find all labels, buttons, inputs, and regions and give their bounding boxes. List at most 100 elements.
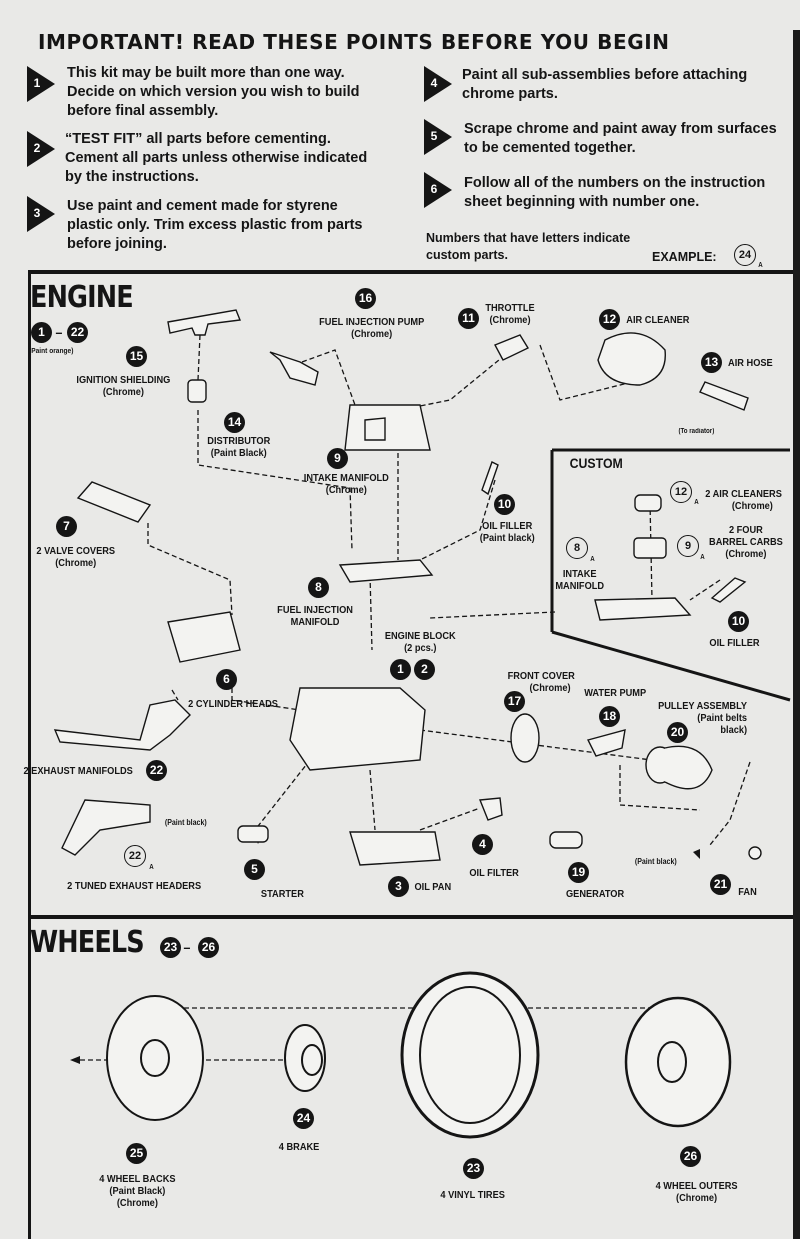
part-6-number: 6: [216, 669, 237, 690]
step-2-arrow-icon: 2: [27, 131, 55, 167]
step-1-arrow-icon: 1: [27, 66, 55, 102]
custom-9a-letter: A: [700, 554, 705, 561]
page-edge: [793, 30, 800, 1239]
example-number: 24: [734, 244, 756, 266]
part-7-number: 7: [56, 516, 77, 537]
part-13-number: 13: [701, 352, 722, 373]
part-25-label: 4 WHEEL BACKS(Paint Black)(Chrome): [99, 1173, 176, 1209]
part-10-number: 10: [494, 494, 515, 515]
custom-12a-label: 2 AIR CLEANERS(Chrome): [705, 488, 782, 512]
part-25-number: 25: [126, 1143, 147, 1164]
step-1-text: This kit may be built more than one way.…: [67, 65, 360, 119]
part-3-number: 3: [388, 876, 409, 897]
example-letter: A: [758, 262, 763, 269]
part-23-number: 23: [463, 1158, 484, 1179]
part-9-number: 9: [327, 448, 348, 469]
example-label: EXAMPLE:: [652, 250, 717, 264]
divider-top: [28, 270, 793, 274]
custom-8a-letter: A: [590, 556, 595, 563]
engine-paint-note: (Paint orange): [29, 346, 74, 355]
part-24-label: 4 BRAKE: [278, 1141, 320, 1153]
step-4-arrow-icon: 4: [424, 66, 452, 102]
custom-12a-number: 12: [670, 481, 692, 503]
part-13-note: (To radiator): [678, 428, 715, 435]
step-3-arrow-icon: 3: [27, 196, 55, 232]
part-7-label: 2 VALVE COVERS(Chrome): [36, 545, 116, 569]
part-17-label: FRONT COVER(Chrome): [507, 670, 575, 694]
part-12-number: 12: [599, 309, 620, 330]
part-17-number: 17: [504, 691, 525, 712]
custom-12a-letter: A: [694, 499, 699, 506]
part-3-label: OIL PAN: [414, 881, 452, 893]
part-11-label: THROTTLE(Chrome): [485, 302, 535, 326]
wheels-range-start: 23: [160, 937, 181, 958]
part-26-label: 4 WHEEL OUTERS(Chrome): [655, 1180, 738, 1204]
part-4-label: OIL FILTER: [469, 867, 519, 879]
part-19-number: 19: [568, 862, 589, 883]
part-22-number: 22: [146, 760, 167, 781]
part-18-number: 18: [599, 706, 620, 727]
step-4-text: Paint all sub-assemblies before attachin…: [462, 67, 748, 102]
custom-10-label: OIL FILLER: [709, 637, 760, 649]
custom-10-number: 10: [728, 611, 749, 632]
part-22a-number: 22: [124, 845, 146, 867]
part-16-number: 16: [355, 288, 376, 309]
custom-title: CUSTOM: [569, 455, 623, 471]
part-23-label: 4 VINYL TIRES: [440, 1189, 505, 1201]
part-12-label: AIR CLEANER: [626, 314, 690, 326]
custom-8a-number: 8: [566, 537, 588, 559]
part-19-paint: (Paint black): [634, 857, 677, 866]
divider-wheels: [28, 915, 793, 919]
part-21-number: 21: [710, 874, 731, 895]
step-6-text: Follow all of the numbers on the instruc…: [464, 175, 766, 210]
part-20-number: 20: [667, 722, 688, 743]
part-15-number: 15: [126, 346, 147, 367]
part-10-label: OIL FILLER(Paint black): [479, 520, 535, 544]
custom-9a-number: 9: [677, 535, 699, 557]
part-22a-letter: A: [149, 864, 154, 871]
wheels-title: WHEELS: [30, 925, 145, 960]
part-11-number: 11: [458, 308, 479, 329]
part-22a-paint: (Paint black): [164, 818, 207, 827]
part-2-number: 2: [414, 659, 435, 680]
step-5-arrow-icon: 5: [424, 119, 452, 155]
part-15-label: IGNITION SHIELDING(Chrome): [76, 374, 171, 398]
wheels-range-end: 26: [198, 937, 219, 958]
step-2-text: “TEST FIT” all parts before cementing.Ce…: [65, 131, 368, 185]
part-19-label: GENERATOR: [565, 888, 625, 900]
left-border: [28, 270, 31, 918]
part-24-number: 24: [293, 1108, 314, 1129]
part-5-number: 5: [244, 859, 265, 880]
step-5-text: Scrape chrome and paint away from surfac…: [464, 121, 777, 156]
part-14-number: 14: [224, 412, 245, 433]
step-6-arrow-icon: 6: [424, 172, 452, 208]
part-13-label: AIR HOSE: [728, 357, 773, 369]
part-9-label: INTAKE MANIFOLD(Chrome): [303, 472, 389, 496]
page-title: IMPORTANT! READ THESE POINTS BEFORE YOU …: [38, 30, 670, 54]
part-22-label: 2 EXHAUST MANIFOLDS: [23, 765, 133, 777]
part-6-label: 2 CYLINDER HEADS: [188, 698, 278, 710]
part-8-number: 8: [308, 577, 329, 598]
part-26-number: 26: [680, 1146, 701, 1167]
part-18-label: WATER PUMP: [584, 687, 647, 699]
engine-range-end: 22: [67, 322, 88, 343]
engine-range-start: 1: [31, 322, 52, 343]
wheels-range-dash: –: [183, 939, 191, 955]
engine-range-dash: –: [55, 324, 63, 340]
left-border-wheels: [28, 915, 31, 1239]
engine-block-label: ENGINE BLOCK(2 pcs.): [384, 630, 456, 654]
part-16-label: FUEL INJECTION PUMP(Chrome): [319, 316, 425, 340]
part-1-number: 1: [390, 659, 411, 680]
part-21-label: FAN: [738, 886, 757, 898]
engine-title: ENGINE: [30, 280, 134, 315]
part-14-label: DISTRIBUTOR(Paint Black): [207, 435, 271, 459]
part-5-label: STARTER: [260, 888, 304, 900]
